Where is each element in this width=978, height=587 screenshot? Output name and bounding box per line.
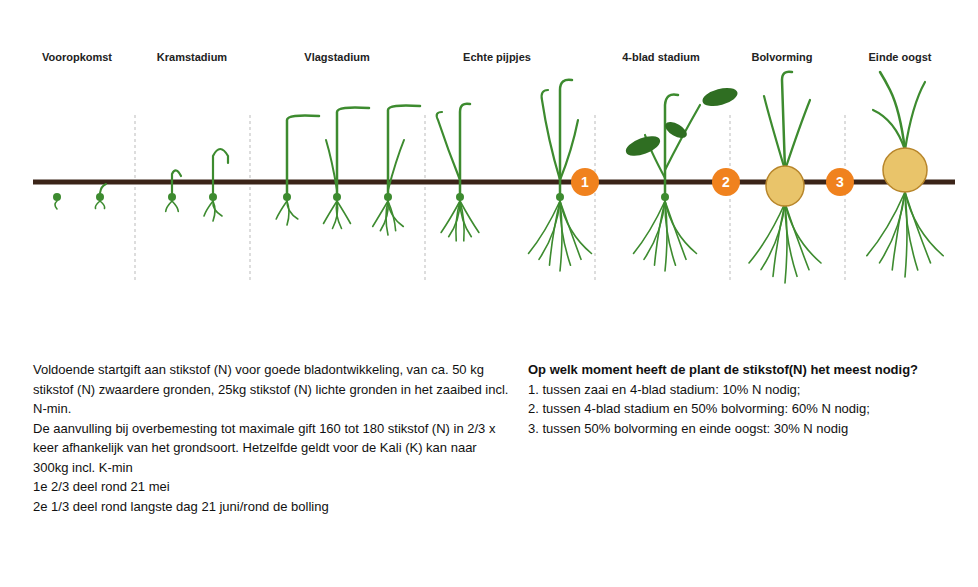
stage-label: Bolvorming xyxy=(751,51,812,63)
plant-stroke xyxy=(905,192,918,270)
callout-number: 1 xyxy=(581,175,589,189)
seed xyxy=(209,193,217,201)
plant-stroke xyxy=(773,203,785,276)
stage-separator xyxy=(595,115,596,280)
onion-plants xyxy=(55,72,943,283)
body-text: Voldoende startgift aan stikstof (N) voo… xyxy=(33,360,515,419)
plant-stroke xyxy=(337,201,351,224)
plant-stroke xyxy=(172,170,181,193)
plant-stroke xyxy=(905,192,943,256)
plant-stroke xyxy=(785,100,810,170)
plant-stroke xyxy=(785,203,821,263)
seed xyxy=(333,193,341,201)
list-item: 2. tussen 4-blad stadium en 50% bolvormi… xyxy=(528,399,973,419)
body-text: 1e 2/3 deel rond 21 mei xyxy=(33,477,515,497)
plant-stroke xyxy=(213,201,222,216)
seed xyxy=(283,193,291,201)
plant-stroke xyxy=(204,201,213,216)
stage-separator xyxy=(135,115,136,280)
stage-label: Vooropkomst xyxy=(42,51,112,63)
plant-stroke xyxy=(55,201,57,209)
plant-stroke xyxy=(166,201,172,212)
plant-stroke xyxy=(437,112,460,180)
plant-stroke xyxy=(764,96,785,170)
plant-stroke xyxy=(873,110,905,150)
stage-separator xyxy=(730,115,731,280)
plant-stroke xyxy=(460,104,470,197)
plant-stroke xyxy=(172,201,178,212)
callout-circle: 2 xyxy=(712,168,740,196)
plant-stroke xyxy=(539,201,560,259)
stage-label: Vlagstadium xyxy=(304,51,369,63)
body-text: De aanvulling bij overbemesting tot maxi… xyxy=(33,419,515,478)
stage-label: Kramstadium xyxy=(157,51,227,63)
seed xyxy=(384,193,392,201)
plant-stroke xyxy=(550,201,561,265)
plant-stroke xyxy=(287,116,319,198)
seed xyxy=(556,193,564,201)
plant-stroke xyxy=(560,201,592,254)
plant-stroke xyxy=(287,201,298,219)
plant-stroke xyxy=(460,201,479,233)
callout-number: 3 xyxy=(836,175,844,189)
stage-label: Echte pijpjes xyxy=(463,51,531,63)
leaf xyxy=(701,85,740,110)
nitrogen-need-text: Op welk moment heeft de plant de stiksto… xyxy=(528,360,973,438)
leaf xyxy=(623,132,662,159)
body-text: 2e 1/3 deel rond langste dag 21 juni/ron… xyxy=(33,497,515,517)
plant-stroke xyxy=(880,192,906,263)
plant-stroke xyxy=(386,201,388,235)
plant-stroke xyxy=(665,201,676,265)
list-item: 3. tussen 50% bolvorming en einde oogst:… xyxy=(528,419,973,439)
plant-stroke xyxy=(324,201,338,224)
plant-stroke xyxy=(337,108,369,198)
seed xyxy=(456,193,464,201)
seed xyxy=(661,193,669,201)
plant-stroke xyxy=(326,140,337,190)
plant-stroke xyxy=(388,201,403,227)
plant-stroke xyxy=(905,82,925,150)
fertilizer-text: Voldoende startgift aan stikstof (N) voo… xyxy=(33,360,515,516)
seed xyxy=(168,193,176,201)
leaf xyxy=(663,119,690,141)
onion-bulb xyxy=(766,166,804,206)
plant-stroke xyxy=(785,203,809,270)
stage-label: 4-blad stadium xyxy=(622,51,700,63)
stage-separator xyxy=(845,115,846,280)
plant-stroke xyxy=(905,192,931,263)
callout-circle: 3 xyxy=(826,168,854,196)
plant-stroke xyxy=(542,90,560,180)
plant-stroke xyxy=(785,203,797,276)
plant-stroke xyxy=(100,184,106,193)
question-heading: Op welk moment heeft de plant de stiksto… xyxy=(528,360,973,380)
list-item: 1. tussen zaai en 4-blad stadium: 10% N … xyxy=(528,380,973,400)
plant-stroke xyxy=(456,201,460,241)
plant-stroke xyxy=(892,192,905,270)
plant-stroke xyxy=(388,140,404,190)
stage-separator xyxy=(250,115,251,280)
callout-circle: 1 xyxy=(571,168,599,196)
plant-stroke xyxy=(665,201,697,254)
plant-stroke xyxy=(100,201,105,209)
plant-stroke xyxy=(276,201,287,219)
plant-stroke xyxy=(655,201,666,265)
plant-stroke xyxy=(213,149,228,193)
plant-stroke xyxy=(95,201,100,209)
plant-stroke xyxy=(644,201,665,259)
onion-bulb xyxy=(883,148,927,192)
callout-number: 2 xyxy=(722,175,730,189)
plant-stroke xyxy=(665,94,678,197)
stage-separator xyxy=(425,115,426,280)
plant-stroke xyxy=(761,203,785,270)
seed xyxy=(53,193,61,201)
plant-stroke xyxy=(388,106,420,198)
plant-stroke xyxy=(560,201,571,265)
seed xyxy=(96,193,104,201)
stage-label: Einde oogst xyxy=(869,51,932,63)
